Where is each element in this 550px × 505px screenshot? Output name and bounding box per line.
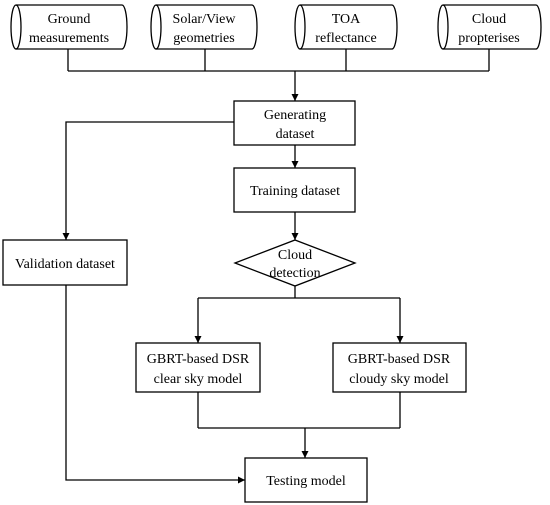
input-ground-line-2: measurements — [29, 31, 109, 46]
input-cloud-line-1: Cloud — [472, 12, 506, 27]
arrow-validation-to-testing — [65, 285, 245, 484]
validation-dataset-box: Validation dataset — [2, 239, 128, 286]
input-cloud-properties: Cloud propterises — [437, 4, 542, 50]
detection-line-1: Cloud — [278, 248, 312, 263]
generating-line-2: dataset — [276, 127, 315, 142]
cloudy-model-line-2: cloudy sky model — [349, 372, 449, 387]
input-bus-connector — [67, 49, 490, 72]
generating-dataset-box: Generating dataset — [233, 100, 356, 146]
input-toa-line-1: TOA — [332, 12, 361, 27]
input-cloud-line-2: propterises — [458, 31, 519, 46]
clear-model-line-2: clear sky model — [154, 372, 243, 387]
cloud-detection-diamond: Cloud detection — [233, 239, 357, 287]
detection-line-2: detection — [269, 266, 320, 281]
clear-sky-model-box: GBRT-based DSR clear sky model — [135, 342, 261, 393]
training-dataset-box: Training dataset — [233, 167, 356, 213]
generating-line-1: Generating — [264, 108, 326, 123]
input-toa-reflectance: TOA reflectance — [294, 4, 398, 50]
input-solar-view-geometries: Solar/View geometries — [150, 4, 258, 50]
validation-label: Validation dataset — [15, 257, 115, 272]
cloudy-sky-model-box: GBRT-based DSR cloudy sky model — [332, 342, 467, 393]
models-merge-connector — [197, 392, 401, 429]
input-ground-line-1: Ground — [48, 12, 91, 27]
input-solar-line-2: geometries — [173, 31, 234, 46]
input-toa-line-2: reflectance — [315, 31, 376, 46]
input-ground-measurements: Ground measurements — [10, 4, 128, 50]
testing-label: Testing model — [266, 474, 346, 489]
clear-model-line-1: GBRT-based DSR — [147, 352, 250, 367]
arrow-generating-to-validation — [62, 121, 234, 240]
detection-split-connector — [198, 286, 400, 299]
input-solar-line-1: Solar/View — [173, 12, 237, 27]
cloudy-model-line-1: GBRT-based DSR — [348, 352, 451, 367]
training-label: Training dataset — [250, 184, 340, 199]
testing-model-box: Testing model — [244, 457, 368, 503]
